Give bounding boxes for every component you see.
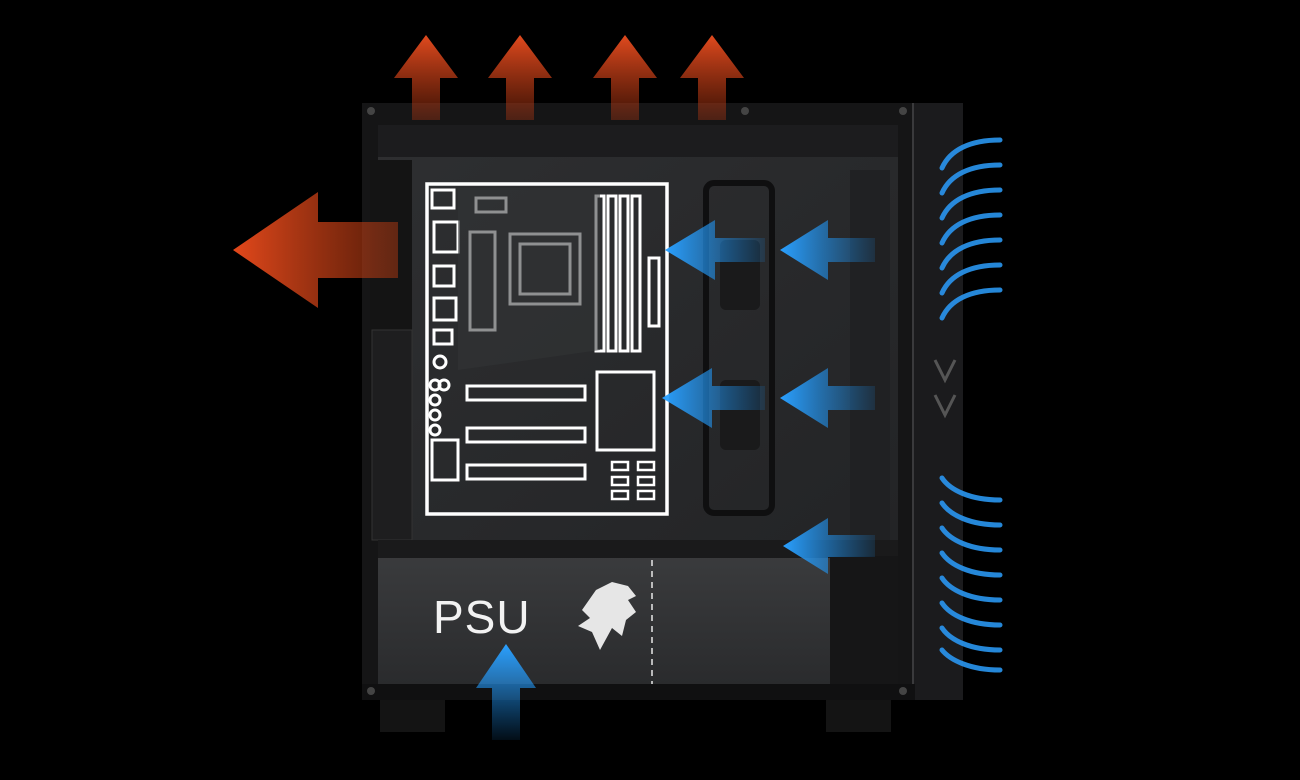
exhaust-arrows — [233, 35, 744, 308]
foot-right — [826, 700, 891, 732]
intake-arrow-icon — [783, 518, 875, 574]
eagle-logo-icon — [578, 582, 636, 650]
top-rail — [378, 125, 898, 157]
intake-arrows — [476, 220, 875, 740]
psu-label: PSU — [433, 591, 531, 643]
exhaust-arrow-icon — [233, 192, 398, 308]
intake-arrow-icon — [476, 644, 536, 740]
pcie-slot-1 — [465, 384, 587, 402]
pcie-slot-2 — [465, 426, 587, 444]
front-intake-swooshes — [939, 137, 1003, 673]
ram-slot-2 — [606, 194, 618, 353]
exhaust-arrow-icon — [394, 35, 458, 120]
chipset — [595, 370, 656, 452]
ram-slot-3 — [618, 194, 630, 353]
motherboard-board — [425, 182, 669, 516]
ram-slot-4 — [630, 194, 642, 353]
foot-left — [380, 700, 445, 732]
cable-management-frame — [703, 180, 775, 516]
exhaust-arrow-icon — [488, 35, 552, 120]
pcie-slot-3 — [465, 463, 587, 481]
intake-arrow-icon — [780, 220, 875, 280]
intake-arrow-icon — [780, 368, 875, 428]
intake-arrow-icon — [662, 368, 765, 428]
intake-arrow-icon — [665, 220, 765, 280]
exhaust-arrow-icon — [680, 35, 744, 120]
exhaust-arrow-icon — [593, 35, 657, 120]
